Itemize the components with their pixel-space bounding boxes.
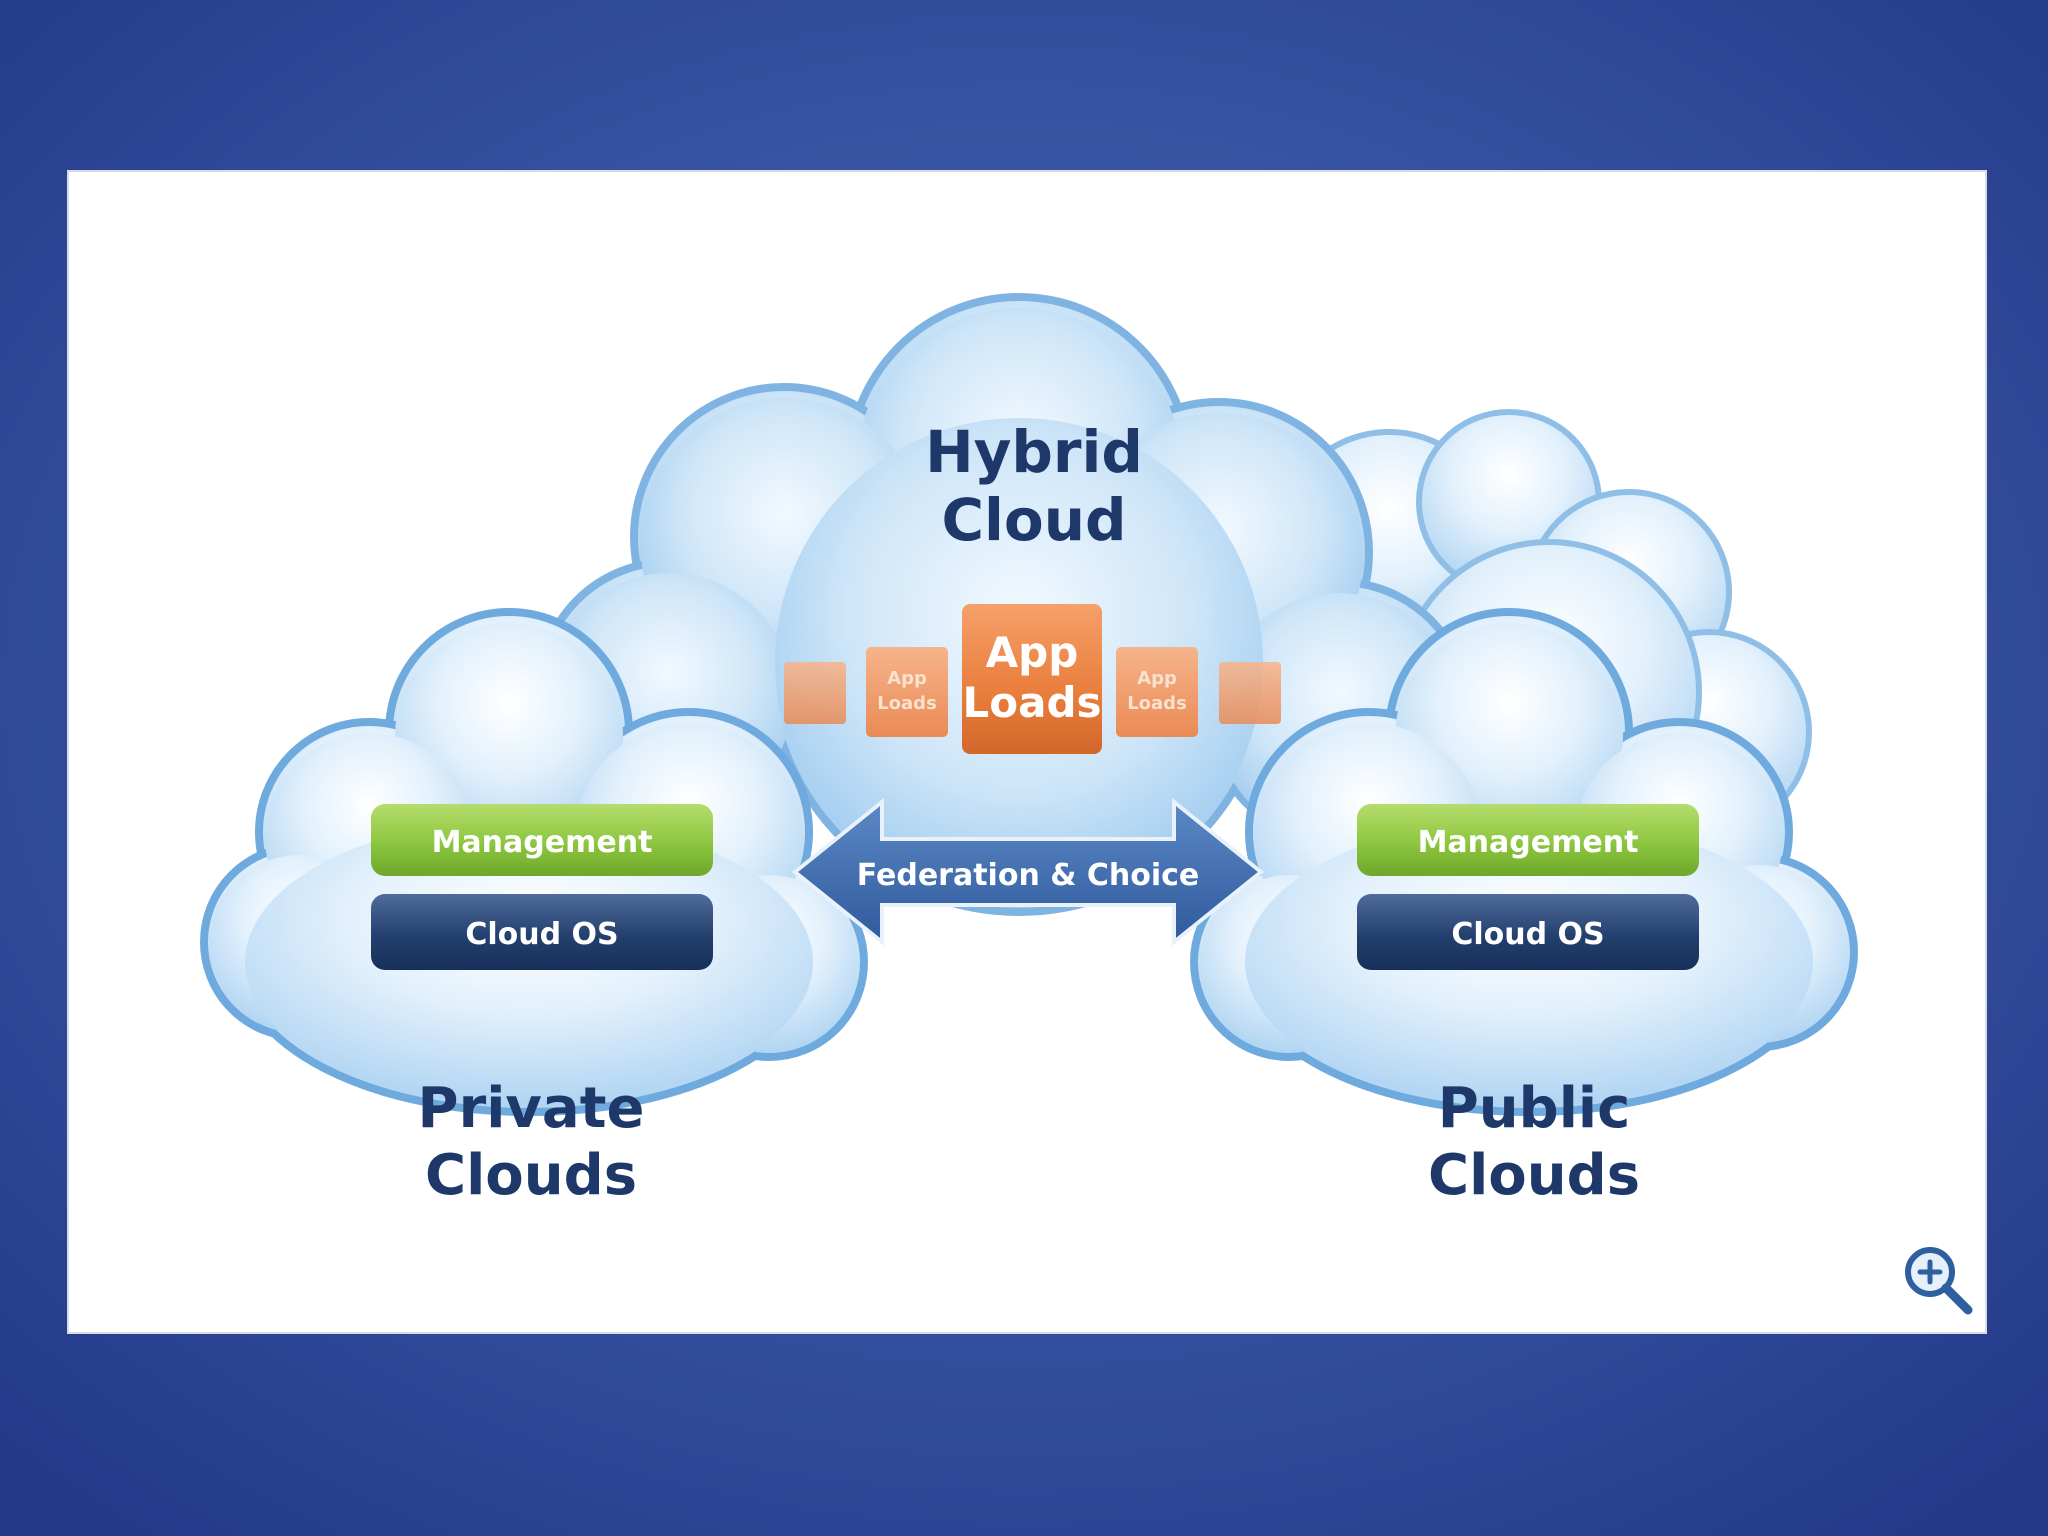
app-loads-main-line1: App	[986, 628, 1079, 677]
hybrid-cloud-title-line1: Hybrid	[925, 418, 1143, 486]
private-management-label: Management	[432, 825, 653, 860]
private-clouds-title-line2: Clouds	[425, 1143, 637, 1208]
federation-label: Federation & Choice	[857, 858, 1200, 893]
app-loads-faint-right	[1219, 662, 1281, 724]
hybrid-cloud-diagram: Hybrid Cloud App Loads App Loads App Loa…	[200, 293, 1858, 1208]
app-loads-small-right-line2: Loads	[1127, 693, 1187, 714]
private-clouds-title-line1: Private	[418, 1076, 645, 1141]
app-loads-small-right	[1116, 647, 1198, 737]
public-clouds-title-line1: Public	[1438, 1076, 1631, 1141]
app-loads-small-right-line1: App	[1137, 668, 1177, 689]
public-cloud-os-bar: Cloud OS	[1357, 894, 1699, 970]
app-loads-main-box	[962, 604, 1102, 754]
federation-arrow: Federation & Choice	[791, 797, 1265, 947]
app-loads-group: App Loads App Loads App Loads	[784, 604, 1281, 754]
app-loads-main-line2: Loads	[962, 678, 1101, 727]
public-clouds-title-line2: Clouds	[1428, 1143, 1640, 1208]
diagram-frame: Hybrid Cloud App Loads App Loads App Loa…	[67, 170, 1987, 1334]
public-management-bar: Management	[1357, 804, 1699, 876]
app-loads-small-left-line1: App	[887, 668, 927, 689]
app-loads-small-left	[866, 647, 948, 737]
public-management-label: Management	[1418, 825, 1639, 860]
zoom-in-magnifier-icon[interactable]	[1898, 1240, 1978, 1320]
app-loads-small-left-line2: Loads	[877, 693, 937, 714]
private-cloud-os-bar: Cloud OS	[371, 894, 713, 970]
private-management-bar: Management	[371, 804, 713, 876]
private-cloud-os-label: Cloud OS	[465, 917, 618, 952]
app-loads-faint-left	[784, 662, 846, 724]
public-cloud-os-label: Cloud OS	[1451, 917, 1604, 952]
hybrid-cloud-title-line2: Cloud	[941, 486, 1126, 554]
